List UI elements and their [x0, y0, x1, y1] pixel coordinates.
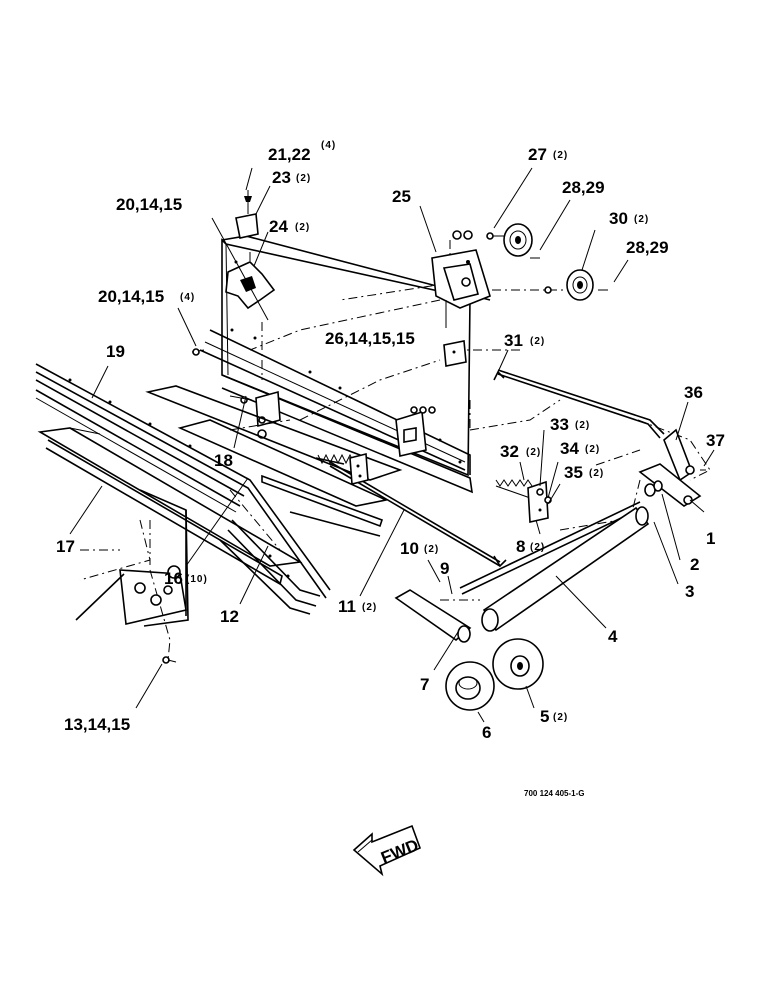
- callout-qty: (2): [530, 542, 545, 553]
- detail-circle-5: [492, 638, 544, 690]
- bracket-23: [235, 190, 259, 239]
- callout-label: 4: [608, 627, 618, 646]
- callout-label: 20,14,15: [98, 287, 164, 306]
- assembly-lines: [79, 235, 711, 661]
- callout-qty: (10): [186, 574, 208, 585]
- callout-label: 32: [500, 442, 519, 461]
- callout-label: 31: [504, 331, 523, 350]
- callout-qty: (2): [296, 173, 311, 184]
- callout-qty: (2): [424, 544, 439, 555]
- callout-label: 37: [706, 431, 725, 450]
- callout-qty: (2): [295, 222, 310, 233]
- callout-qty: (2): [526, 447, 541, 458]
- bracket-center: [395, 406, 436, 457]
- callout-label: 24: [269, 217, 288, 236]
- callout-qty: (4): [180, 292, 195, 303]
- callout-label: 1: [706, 529, 715, 548]
- callout-qty: (2): [585, 444, 600, 455]
- fwd-label: FWD: [378, 836, 421, 868]
- pulley-27: [486, 223, 540, 259]
- rail-17: [37, 427, 303, 586]
- callout-qty: (2): [362, 602, 377, 613]
- callout-qty: (2): [553, 712, 568, 723]
- drawing-code: 700 124 405-1-G: [524, 789, 585, 798]
- callout-labels: 21,22 (4) 23 (2) 20,14,15 24 (2) 25 27 (…: [56, 140, 725, 742]
- callout-qty: (2): [530, 336, 545, 347]
- callout-label: 10: [400, 539, 419, 558]
- rail-12: [219, 519, 321, 615]
- callout-label: 23: [272, 168, 291, 187]
- callout-label: 18: [214, 451, 233, 470]
- leader-lines: [69, 167, 715, 723]
- bolt-20: [191, 348, 205, 356]
- callout-label: 30: [609, 209, 628, 228]
- callout-label: 25: [392, 187, 411, 206]
- callout-label: 28,29: [626, 238, 669, 257]
- bracket-26: [443, 340, 467, 367]
- shaft-3: [459, 480, 663, 595]
- callout-label: 33: [550, 415, 569, 434]
- callout-label: 20,14,15: [116, 195, 182, 214]
- plate-1: [638, 463, 702, 507]
- belt-strips: [145, 385, 403, 537]
- callout-label: 3: [685, 582, 694, 601]
- rod-bracket: [349, 452, 369, 486]
- pulley-30: [544, 269, 608, 301]
- callout-label: 26,14,15,15: [325, 329, 415, 348]
- callout-qty: (2): [575, 420, 590, 431]
- callout-label: 12: [220, 607, 239, 626]
- callout-label: 6: [482, 723, 491, 742]
- bracket-7: [394, 589, 472, 643]
- callout-label: 19: [106, 342, 125, 361]
- mounting-plate-24: [225, 261, 276, 310]
- callout-label: 27: [528, 145, 547, 164]
- callout-label: 17: [56, 537, 75, 556]
- callout-label: 11: [338, 597, 356, 616]
- roller-4: [481, 506, 650, 632]
- callout-label: 35: [564, 463, 583, 482]
- callout-qty: (4): [321, 140, 336, 151]
- callout-qty: (2): [553, 150, 568, 161]
- fwd-arrow-icon: FWD: [352, 824, 421, 877]
- callout-label: 21,22: [268, 145, 311, 164]
- callout-label: 5: [540, 707, 549, 726]
- bracket-8: [527, 480, 552, 523]
- bracket-25: [431, 230, 491, 309]
- detail-circle-6: [445, 661, 495, 711]
- callout-label: 8: [516, 537, 525, 556]
- callout-label: 7: [420, 675, 429, 694]
- callout-label: 2: [690, 555, 699, 574]
- callout-label: 13,14,15: [64, 715, 130, 734]
- callout-label: 36: [684, 383, 703, 402]
- rail-19: [35, 363, 331, 599]
- callout-qty: (2): [634, 214, 649, 225]
- lever-36: [663, 428, 706, 482]
- callout-label: 34: [560, 439, 579, 458]
- callout-label: 16: [164, 569, 183, 588]
- callout-label: 9: [440, 559, 449, 578]
- callout-label: 28,29: [562, 178, 605, 197]
- callout-qty: (2): [589, 468, 604, 479]
